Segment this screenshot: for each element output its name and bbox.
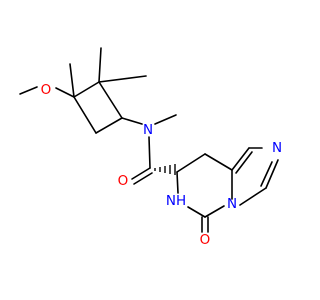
atom-o-urea: O (200, 232, 211, 248)
bond-c3-methyl (69, 63, 75, 98)
bond-c8a-c1im (231, 147, 250, 171)
bond-c3-c2 (73, 81, 100, 98)
molecule-structure: O N O NH N N O (19, 47, 282, 248)
bond-carbonyl-double-b (133, 172, 153, 185)
bond-methyl-o (19, 86, 38, 95)
bond-n2-c3im-double (260, 161, 273, 187)
atom-label-layer: O N O NH N N O (41, 82, 282, 248)
bond-o-c3 (55, 87, 75, 98)
bond-c2-c1 (98, 81, 123, 119)
bond-ch2-c8a (204, 153, 233, 171)
atom-o-carbonyl: O (118, 173, 129, 189)
bond-c1-n (121, 117, 143, 125)
bond-c2-methyl-b (98, 75, 147, 83)
bond-n-methyl (154, 114, 177, 125)
bond-c5-nh (187, 206, 206, 218)
bond-c4-c3 (73, 96, 97, 134)
atom-n-fused: N (227, 196, 237, 212)
bond-layer (19, 47, 279, 233)
bond-ca-ch2 (176, 153, 206, 173)
bond-n2-c3im (265, 159, 279, 189)
bond-c2-methyl-a (98, 47, 102, 83)
bond-n-carbonyl-c (148, 136, 151, 169)
atom-n-imidazole: N (272, 140, 282, 156)
stereo-hash-bond (154, 164, 176, 175)
atom-nh-ring: NH (166, 193, 186, 209)
bond-c1im-double (235, 151, 253, 174)
bond-c1-c4 (95, 117, 123, 134)
atom-n-amide: N (143, 122, 153, 138)
atom-o-methoxy: O (41, 82, 52, 98)
bond-n4-c5 (204, 205, 225, 218)
bond-nh-ca (176, 171, 179, 194)
bond-c3im-n4 (239, 187, 267, 206)
bond-carbonyl-double-a (131, 167, 151, 180)
